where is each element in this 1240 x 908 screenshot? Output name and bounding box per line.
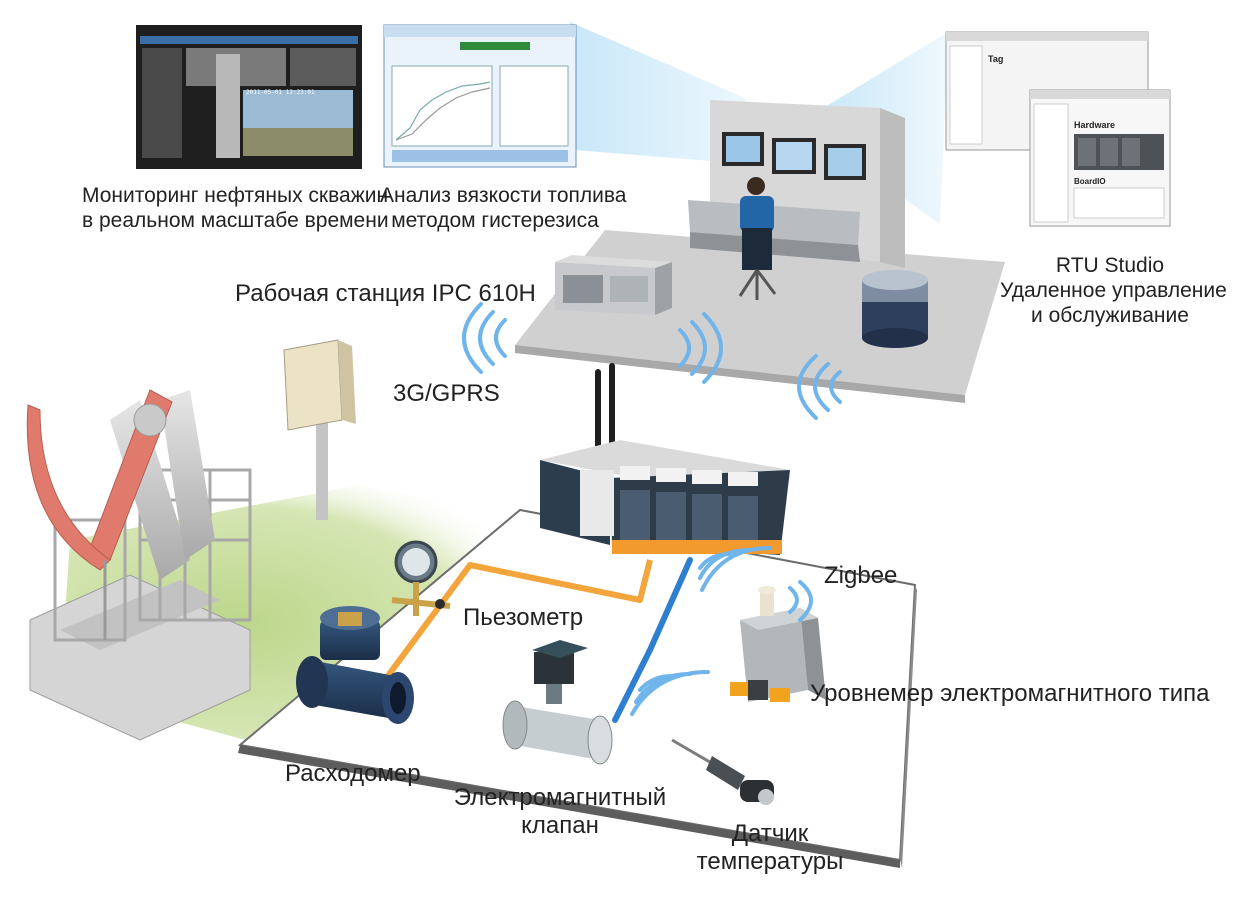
operator-monitors — [722, 132, 866, 180]
label-temperature-sensor: Датчик температуры — [690, 820, 850, 876]
blue-cable — [612, 557, 693, 723]
ipc-workstation — [555, 255, 672, 315]
label-rtu-studio: RTU Studio Удаленное управление и обслуж… — [1000, 253, 1227, 328]
label-rtu-line3: и обслуживание — [1031, 304, 1189, 327]
rtu-hardware-title: Hardware — [1074, 120, 1115, 130]
flowmeter-device — [296, 606, 414, 724]
piezometer-device — [391, 540, 451, 616]
monitoring-timestamp: 2011-05-01 12:23:01 — [246, 89, 315, 96]
control-room-waves — [462, 302, 842, 420]
label-rtu-line1: RTU Studio — [1055, 254, 1165, 277]
label-flowmeter: Расходомер — [285, 760, 421, 787]
label-viscosity-line1: Анализ вязкости топлива — [380, 184, 627, 207]
label-level-meter: Уровнемер электромагнитного типа — [810, 680, 1210, 707]
rtu-boardio-title: BoardIO — [1074, 177, 1106, 186]
database-cylinder — [862, 270, 928, 348]
field-waves — [630, 546, 813, 716]
label-viscosity: Анализ вязкости топлива методом гистерез… — [380, 183, 627, 233]
label-valve: Электромагнитный клапан — [450, 784, 670, 840]
temperature-sensor-device — [671, 738, 774, 805]
label-viscosity-line2: методом гистерезиса — [391, 209, 599, 232]
level-meter-device — [730, 586, 826, 702]
label-gprs: 3G/GPRS — [393, 380, 500, 407]
pump-horsehead — [26, 404, 111, 571]
label-monitoring-line1: Мониторинг нефтяных скважин — [82, 184, 389, 207]
orange-pipe — [367, 559, 653, 702]
label-rtu-line2: Удаленное управление — [1000, 279, 1227, 302]
label-workstation: Рабочая станция IPC 610H — [235, 280, 536, 307]
label-zigbee: Zigbee — [824, 562, 898, 589]
label-temp-line1: Датчик — [731, 820, 809, 847]
label-valve-line2: клапан — [521, 812, 599, 839]
screenshot-viscosity — [383, 24, 577, 168]
screenshot-rtu-studio — [945, 31, 1171, 227]
pump-jack — [26, 389, 252, 741]
control-room — [462, 22, 1005, 420]
screenshot-monitoring — [136, 25, 362, 169]
label-monitoring-line2: в реальном масштабе времени — [82, 209, 389, 232]
rtu-controller — [540, 363, 790, 555]
operator — [738, 177, 777, 300]
label-piezometer: Пьезометр — [463, 604, 584, 631]
label-monitoring: Мониторинг нефтяных скважин в реальном м… — [82, 183, 389, 233]
rtu-tag-title: Tag — [988, 54, 1003, 64]
label-temp-line2: температуры — [696, 848, 844, 875]
valve-device — [502, 640, 613, 765]
label-valve-line1: Электромагнитный — [453, 784, 667, 811]
field-cabinet — [283, 339, 356, 520]
